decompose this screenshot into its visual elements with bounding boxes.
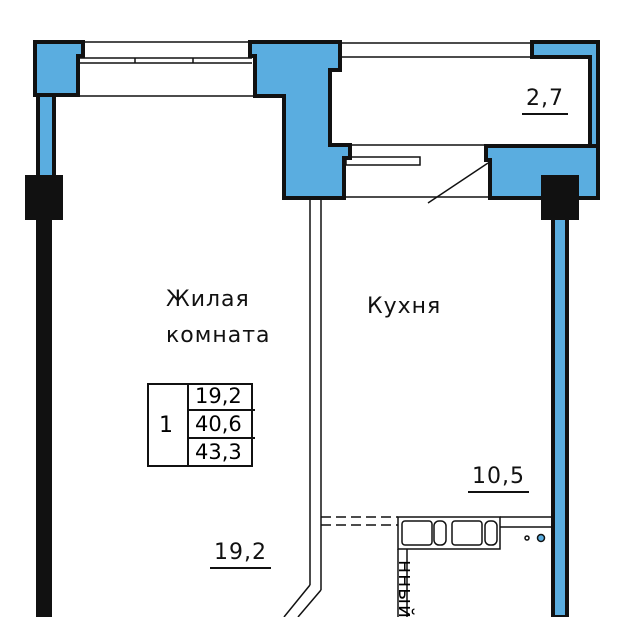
partition [283,198,552,617]
wall-left-black [36,218,52,617]
summary-total-with-balcony: 43,3 [195,440,242,464]
wall-pillar-middle [248,40,352,200]
bathroom-label: нный [394,560,418,619]
window-left [80,41,256,97]
wall-right-blue [551,213,569,617]
wall-left-blue [36,93,56,179]
balcony-area: 2,7 [522,86,568,115]
wall-pillar-left [33,40,85,97]
living-room-label: Жилая [166,287,250,312]
column-right [541,175,579,220]
summary-living-area: 19,2 [189,383,255,411]
kitchen-label: Кухня [367,294,442,319]
living-room-label-2: комната [166,323,271,348]
summary-total-area: 40,6 [189,411,255,439]
living-area: 19,2 [210,540,271,569]
column-left [25,175,63,220]
rooms-count: 1 [159,413,173,438]
kitchen-area: 10,5 [468,464,529,493]
window-balcony [340,42,532,204]
door-swing [427,162,489,204]
area-summary-table: 1 19,2 40,6 43,3 [147,383,255,467]
